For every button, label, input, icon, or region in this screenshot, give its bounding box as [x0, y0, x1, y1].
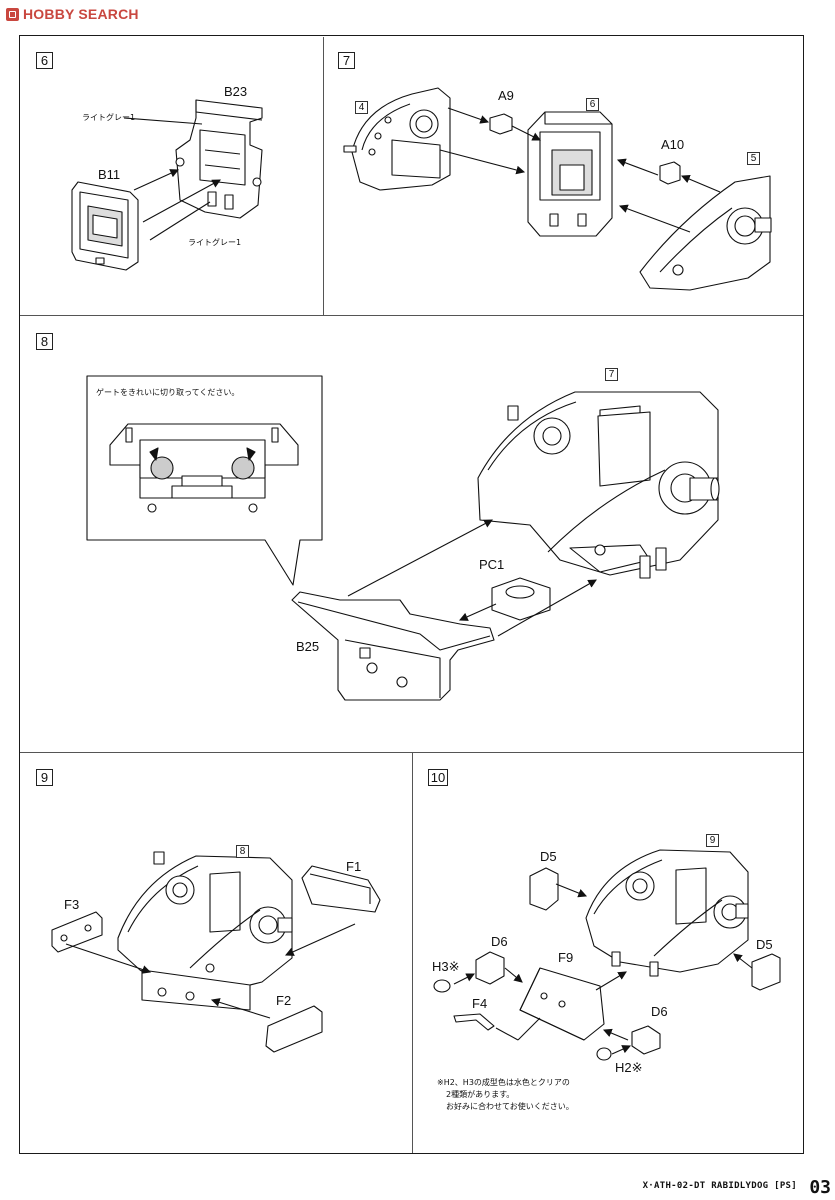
part-shell-right: [639, 175, 771, 291]
watermark-text: HOBBY SEARCH: [23, 6, 139, 22]
color-note-line-3: お好みに合わせてお使いください。: [446, 1102, 574, 1111]
ref-8: 8: [236, 845, 249, 858]
ref-4: 4: [355, 101, 368, 114]
label-f3: F3: [64, 897, 80, 912]
ref-7: 7: [605, 368, 618, 381]
step-8-number: 8: [36, 333, 53, 350]
part-d5-left: [529, 867, 559, 911]
divider-row3-vertical: [412, 753, 413, 1153]
label-b23: B23: [224, 84, 248, 99]
part-assembly-9: [585, 849, 749, 973]
ref-6: 6: [586, 98, 599, 111]
part-d6-left: [475, 951, 505, 985]
step8-drawing: [86, 375, 720, 701]
step6-drawing: [71, 99, 263, 271]
hobby-search-logo-icon: [6, 7, 19, 21]
color-note-top: ライトグレー1: [82, 113, 136, 122]
part-h2: [596, 1047, 612, 1061]
step-6-number: 6: [36, 52, 53, 69]
part-h3: [433, 979, 451, 993]
label-b11: B11: [98, 167, 121, 182]
divider-row1-vertical: [323, 37, 324, 315]
label-f2: F2: [276, 993, 292, 1008]
gate-callout-text: ゲートをきれいに切り取ってください。: [96, 388, 240, 397]
label-f1: F1: [346, 859, 362, 874]
label-d6-right: D6: [651, 1004, 668, 1019]
part-pc1: [491, 577, 551, 621]
color-note-line-2: 2種類があります。: [446, 1090, 515, 1099]
instruction-sheet: [19, 35, 804, 1154]
part-d6-right: [631, 1025, 661, 1055]
label-f9: F9: [558, 950, 574, 965]
label-h2: H2※: [615, 1060, 643, 1075]
part-a9: [489, 113, 513, 135]
label-h3: H3※: [432, 959, 460, 974]
label-b25: B25: [296, 639, 320, 654]
step7-drawing: [343, 87, 772, 291]
step9-drawing: [51, 851, 381, 1053]
divider-row1-horizontal: [20, 315, 803, 316]
label-f4: F4: [472, 996, 488, 1011]
label-d5-right: D5: [756, 937, 773, 952]
ref-9: 9: [706, 834, 719, 847]
label-d6-left: D6: [491, 934, 508, 949]
ref-5: 5: [747, 152, 760, 165]
step-10-number: 10: [428, 769, 448, 786]
hobby-search-watermark: HOBBY SEARCH: [6, 5, 139, 23]
part-d5-right: [751, 953, 781, 991]
part-f2: [265, 1005, 323, 1053]
color-note-bottom: ライトグレー1: [188, 238, 242, 247]
part-f3: [51, 911, 103, 953]
step-9-number: 9: [36, 769, 53, 786]
color-note-line-1: ※H2、H3の成型色は水色とクリアの: [437, 1078, 570, 1087]
part-f1: [301, 865, 381, 913]
part-f4: [453, 1013, 495, 1031]
label-a9: A9: [498, 88, 514, 103]
step-7-number: 7: [338, 52, 355, 69]
part-a10: [659, 161, 681, 185]
divider-row2-horizontal: [20, 752, 803, 753]
label-pc1: PC1: [479, 557, 505, 572]
label-a10: A10: [661, 137, 685, 152]
label-d5-left: D5: [540, 849, 557, 864]
part-b25-base: [291, 591, 495, 701]
product-code: X·ATH-02-DT RABIDLYDOG [PS]: [642, 1181, 797, 1191]
page-number: 03: [809, 1177, 831, 1198]
step10-drawing: [433, 849, 781, 1061]
